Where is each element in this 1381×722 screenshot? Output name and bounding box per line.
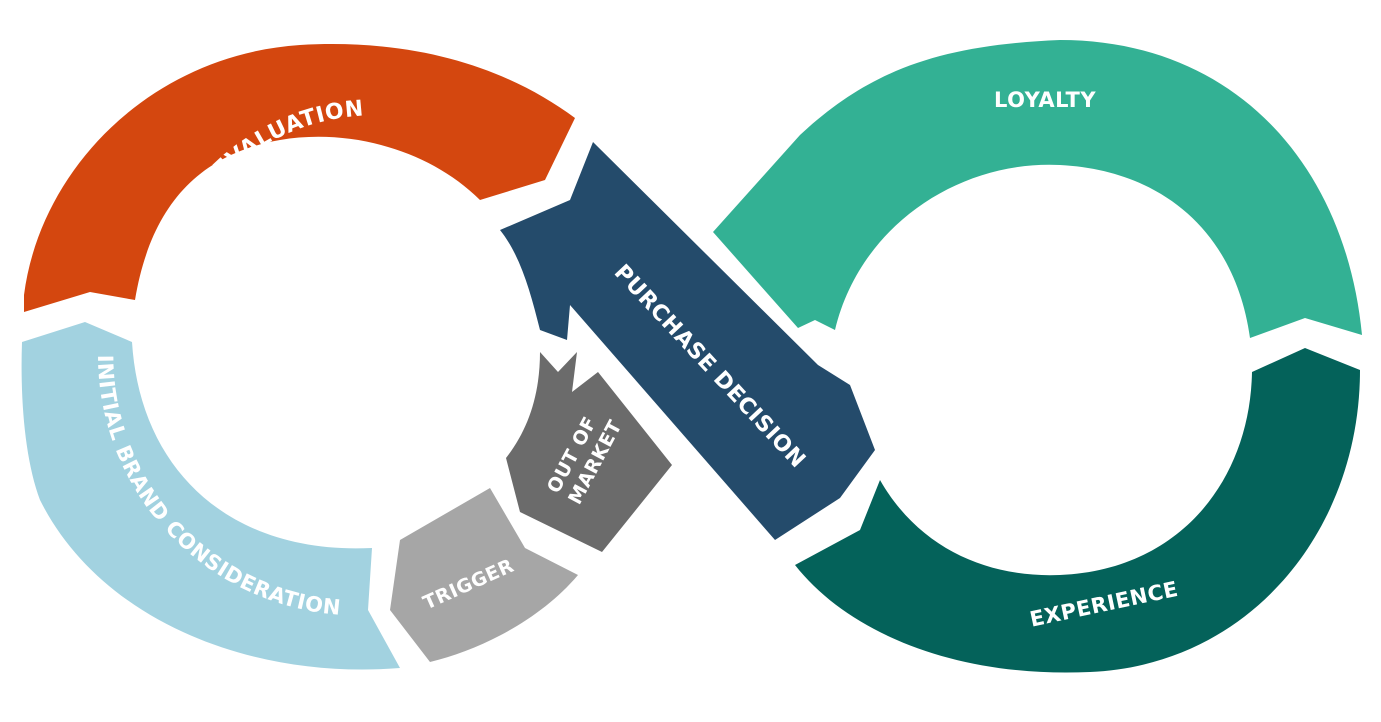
active-evaluation-segment (24, 44, 575, 312)
loyalty-label: LOYALTY (994, 88, 1096, 112)
out-of-market-segment (506, 352, 672, 552)
initial-brand-consideration-segment (21, 322, 400, 670)
loyalty-segment (713, 40, 1362, 338)
experience-segment (795, 348, 1360, 673)
purchase-decision-segment (500, 142, 875, 540)
trigger-segment (390, 488, 578, 662)
